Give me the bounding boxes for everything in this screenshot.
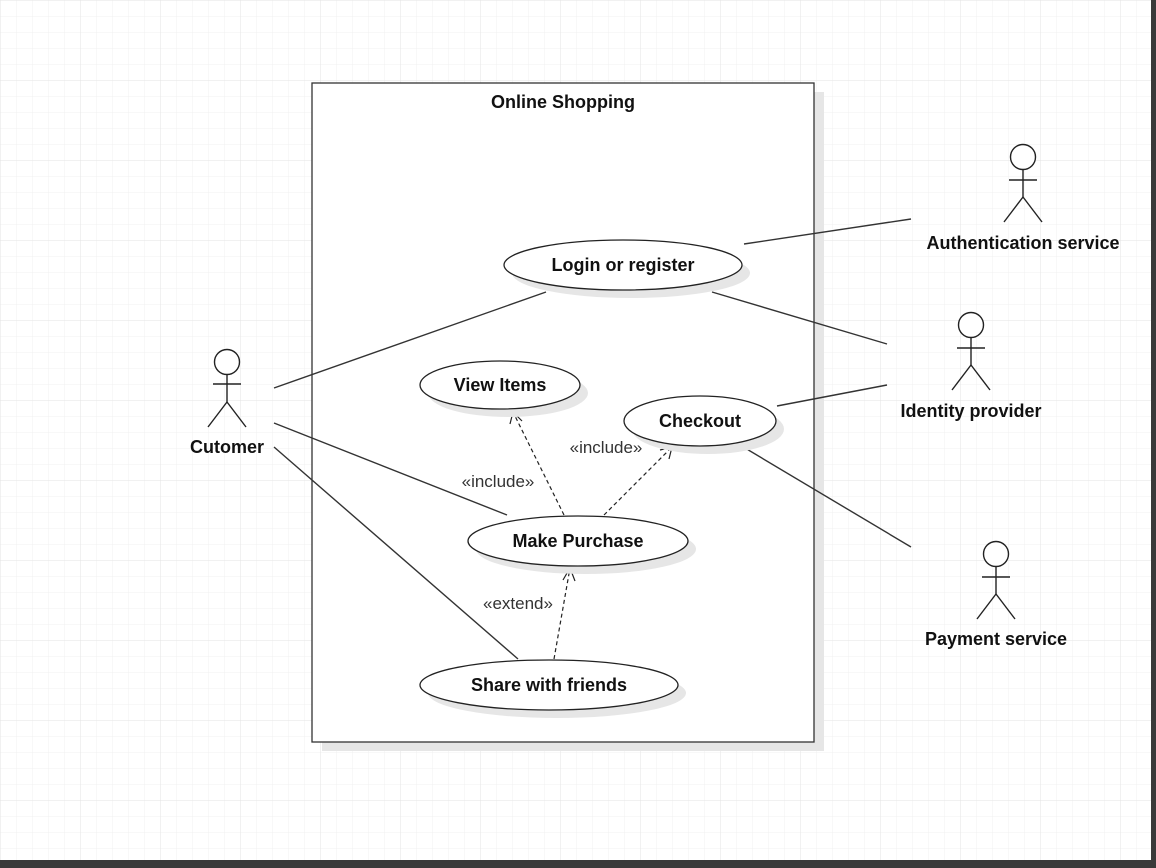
assoc-checkout-idp[interactable] — [776, 384, 888, 407]
system-title: Online Shopping — [491, 92, 635, 112]
use-case-view-items[interactable]: View Items — [419, 360, 588, 417]
actor-payment-service-label: Payment service — [925, 629, 1067, 649]
actor-identity-provider[interactable]: Identity provider — [900, 311, 1042, 422]
actor-customer-label: Cutomer — [190, 437, 264, 457]
actor-payment-service[interactable]: Payment service — [925, 540, 1067, 650]
include-label-view: «include» — [462, 472, 535, 491]
extend-line-share[interactable] — [553, 567, 571, 660]
use-case-make-purchase[interactable]: Make Purchase — [467, 515, 696, 574]
assoc-login-auth[interactable] — [743, 218, 912, 245]
use-case-share[interactable]: Share with friends — [419, 659, 686, 718]
canvas-frame-bottom — [0, 860, 1156, 868]
use-case-checkout-ellipse[interactable] — [623, 395, 777, 447]
actor-auth-service-label: Authentication service — [926, 233, 1119, 253]
use-case-share-ellipse[interactable] — [419, 659, 679, 711]
canvas-frame-right — [1151, 0, 1156, 868]
assoc-customer-share[interactable] — [273, 446, 519, 660]
use-case-view-items-ellipse[interactable] — [419, 360, 581, 410]
use-case-checkout[interactable]: Checkout — [623, 395, 784, 454]
include-label-checkout: «include» — [570, 438, 643, 457]
use-case-make-purchase-label: Make Purchase — [512, 531, 643, 551]
actor-auth-service-icon — [1003, 143, 1043, 223]
use-case-login-ellipse[interactable] — [503, 239, 743, 291]
assoc-customer-login[interactable] — [273, 291, 547, 389]
actor-customer-icon — [207, 348, 247, 428]
include-line-view[interactable] — [512, 411, 565, 516]
use-case-checkout-label: Checkout — [659, 411, 741, 431]
actor-customer[interactable]: Cutomer — [190, 348, 264, 458]
use-case-share-label: Share with friends — [471, 675, 627, 695]
extend-label-share: «extend» — [483, 594, 553, 613]
assoc-login-idp[interactable] — [711, 291, 888, 345]
use-case-make-purchase-ellipse[interactable] — [467, 515, 689, 567]
assoc-checkout-payment[interactable] — [744, 447, 912, 548]
use-case-login-label: Login or register — [551, 255, 694, 275]
use-case-login[interactable]: Login or register — [503, 239, 750, 298]
actor-identity-provider-label: Identity provider — [900, 401, 1041, 421]
actor-payment-service-icon — [976, 540, 1016, 620]
actor-auth-service[interactable]: Authentication service — [926, 143, 1120, 254]
include-line-checkout[interactable] — [603, 446, 673, 516]
use-case-view-items-label: View Items — [454, 375, 547, 395]
actor-identity-provider-icon — [951, 311, 991, 391]
associations — [273, 218, 912, 660]
assoc-customer-purchase[interactable] — [273, 422, 508, 516]
